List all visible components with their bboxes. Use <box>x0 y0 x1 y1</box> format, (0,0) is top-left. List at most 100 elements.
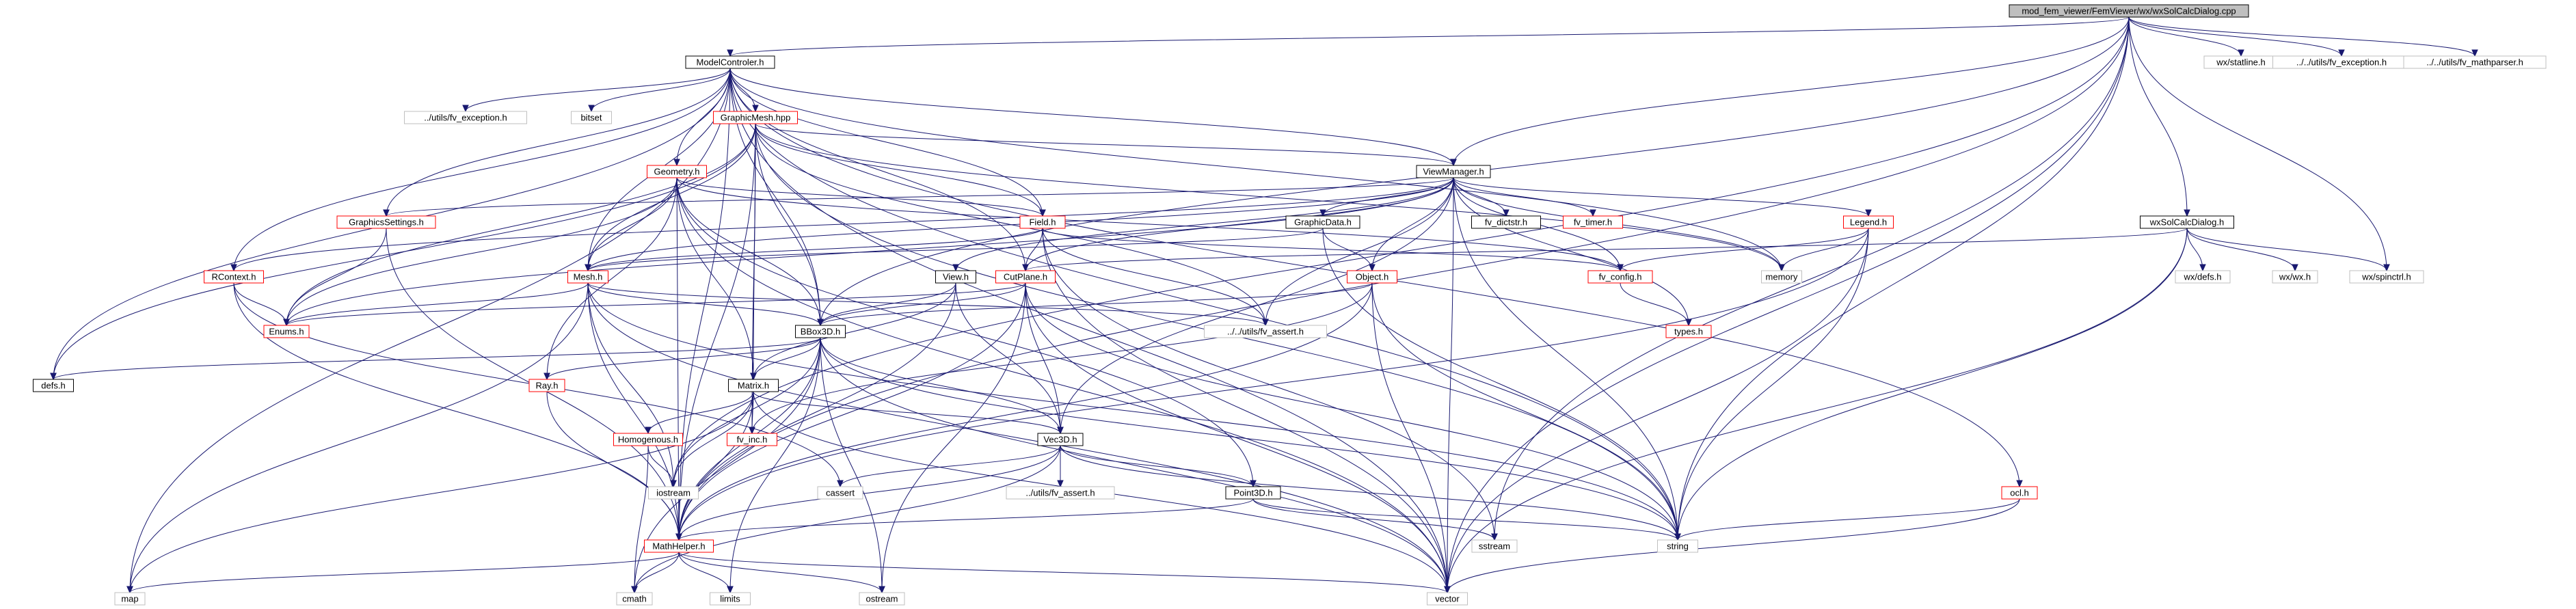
node-field-h[interactable]: Field.h <box>1019 215 1066 229</box>
node-box <box>817 486 863 500</box>
node-mesh-h[interactable]: Mesh.h <box>567 270 608 284</box>
node-label: Matrix.h <box>738 381 769 391</box>
node-point3d-h[interactable]: Point3D.h <box>1225 486 1281 500</box>
node-geometry-h[interactable]: Geometry.h <box>647 165 707 178</box>
node-legend-h[interactable]: Legend.h <box>1843 215 1894 229</box>
node-label: ModelControler.h <box>697 57 764 68</box>
edge-mesh-to-iostream <box>587 282 677 488</box>
edge-root-to-fvmath <box>2128 16 2478 57</box>
node-utils-fv-assert-h: ../../utils/fv_assert.h <box>1204 325 1327 338</box>
node-graphicdata-h[interactable]: GraphicData.h <box>1285 215 1360 229</box>
node-label: Homogenous.h <box>618 435 678 445</box>
edge-mathhelper-to-map <box>126 552 680 594</box>
node-rcontext-h[interactable]: RContext.h <box>204 270 264 284</box>
node-matrix-h[interactable]: Matrix.h <box>728 379 779 392</box>
node-box <box>1587 270 1653 284</box>
node-utils-fv-exception-h: ../../utils/fv_exception.h <box>2272 55 2411 69</box>
node-ocl-h[interactable]: ocl.h <box>2001 486 2038 500</box>
edge-bbox3d-to-string <box>820 337 1681 541</box>
edge-cutplane-to-enums <box>283 282 1026 327</box>
edge-legend-to-memory <box>1778 228 1869 272</box>
edge-object-to-mathhelper <box>675 282 1373 541</box>
edge-wxsolcalc-to-wxspin <box>2186 228 2390 272</box>
node-label: Mesh.h <box>574 272 603 282</box>
node-label: Field.h <box>1029 217 1056 228</box>
node-wxsolcalcdialog-h[interactable]: wxSolCalcDialog.h <box>2140 215 2234 229</box>
node-label: MathHelper.h <box>652 541 705 552</box>
node-label: ../utils/fv_assert.h <box>1025 488 1095 498</box>
node-box <box>2349 270 2424 284</box>
node-box <box>713 111 798 124</box>
node-label: View.h <box>943 272 969 282</box>
edge-vec3d-to-mathhelper <box>675 445 1061 541</box>
edge-mathhelper-to-cmath <box>631 552 680 594</box>
edge-mathhelper-to-ostream <box>678 552 885 594</box>
edge-mesh-to-mathhelper <box>587 282 682 541</box>
node-ray-h[interactable]: Ray.h <box>528 379 565 392</box>
node-fv-dictstr-h[interactable]: fv_dictstr.h <box>1471 215 1541 229</box>
edge-modelcontroler-to-fvexc_b <box>462 68 731 113</box>
node-wx-statline-h: wx/statline.h <box>2203 55 2279 69</box>
node-box <box>710 592 751 606</box>
node-label: Geometry.h <box>654 167 700 177</box>
edge-root-to-modelcontroler <box>727 16 2130 57</box>
edge-matrix-to-vec3d <box>753 391 1064 435</box>
edge-bbox3d-to-limits <box>727 337 821 594</box>
node-box <box>571 111 612 124</box>
edge-viewmanager-to-legend <box>1453 177 1872 217</box>
edge-wxsolcalc-to-wxdefs <box>2186 228 2206 272</box>
node-box <box>644 539 714 553</box>
node-viewmanager-h[interactable]: ViewManager.h <box>1416 165 1491 178</box>
node-wx-defs-h: wx/defs.h <box>2175 270 2231 284</box>
node-label: fv_config.h <box>1599 272 1642 282</box>
node-label: Point3D.h <box>1233 488 1272 498</box>
node-label: mod_fem_viewer/FemViewer/wx/wxSolCalcDia… <box>2022 6 2236 16</box>
node-types-h[interactable]: types.h <box>1665 325 1712 338</box>
node-view-h[interactable]: View.h <box>935 270 976 284</box>
node-cutplane-h[interactable]: CutPlane.h <box>995 270 1056 284</box>
edge-modelcontroler-to-cutplane <box>729 68 1029 272</box>
edge-root-to-sstream <box>1491 16 2130 541</box>
node-modelcontroler-h[interactable]: ModelControler.h <box>685 55 775 69</box>
node-object-h[interactable]: Object.h <box>1347 270 1397 284</box>
node-box <box>33 379 74 392</box>
edge-wxsolcalc-to-string <box>1674 228 2188 541</box>
node-mathhelper-h[interactable]: MathHelper.h <box>644 539 714 553</box>
node-homogenous-h[interactable]: Homogenous.h <box>613 433 683 446</box>
node-box <box>404 111 527 124</box>
edge-root-to-fvexc_a <box>2128 16 2345 57</box>
edge-bbox3d-to-defs <box>50 337 821 381</box>
edge-viewmanager-to-view <box>952 177 1454 272</box>
node-defs-h[interactable]: defs.h <box>33 379 74 392</box>
node-vec3d-h[interactable]: Vec3D.h <box>1037 433 1084 446</box>
edge-bbox3d-to-ray <box>544 337 821 381</box>
node-label: RContext.h <box>211 272 256 282</box>
node-bbox3d-h[interactable]: BBox3D.h <box>795 325 846 338</box>
node-fv-config-h[interactable]: fv_config.h <box>1587 270 1653 284</box>
edge-cutplane-to-string <box>1025 282 1681 541</box>
node-label: wx/statline.h <box>2216 57 2266 68</box>
node-label: ocl.h <box>2010 488 2028 498</box>
node-box <box>727 433 777 446</box>
node-mod-fem-viewer-femviewer-wx-wxsolcalcdialog-cpp[interactable]: mod_fem_viewer/FemViewer/wx/wxSolCalcDia… <box>2009 4 2249 18</box>
edge-legend-to-vector <box>1444 228 1869 594</box>
edge-geometry-to-enums <box>283 177 677 327</box>
edge-vec3d-to-cassert <box>837 445 1061 488</box>
node-graphicssettings-h[interactable]: GraphicsSettings.h <box>336 215 436 229</box>
edge-homogenous-to-iostream <box>647 445 677 488</box>
edge-modelcontroler-to-viewmanager <box>729 68 1457 167</box>
edge-mesh-to-fvasset_a <box>587 282 1269 327</box>
node-label: wx/spinctrl.h <box>2361 272 2411 282</box>
edge-mesh-to-enums <box>283 282 589 327</box>
edge-legend-to-fvconfig <box>1617 228 1869 272</box>
node-box <box>859 592 905 606</box>
edge-modelcontroler-to-memory <box>729 68 1785 272</box>
node-enums-h[interactable]: Enums.h <box>263 325 310 338</box>
node-box <box>1471 539 1518 553</box>
node-graphicmesh-hpp[interactable]: GraphicMesh.hpp <box>713 111 798 124</box>
node-fv-timer-h[interactable]: fv_timer.h <box>1563 215 1623 229</box>
node-label: memory <box>1766 272 1798 282</box>
node-fv-inc-h[interactable]: fv_inc.h <box>727 433 777 446</box>
edge-root-to-mathhelper <box>675 16 2130 541</box>
node-box <box>1471 215 1541 229</box>
